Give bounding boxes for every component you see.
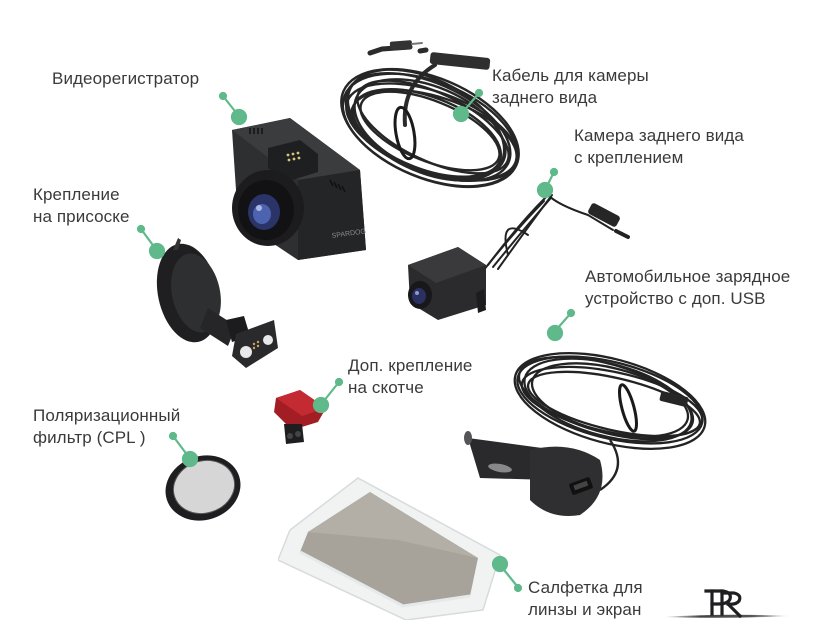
label-dashcam: Видеорегистратор bbox=[52, 69, 200, 88]
label-suction-mount: Крепление на присоске bbox=[33, 185, 130, 226]
cleaning-cloth-icon bbox=[278, 477, 501, 620]
watermark-logo bbox=[662, 583, 790, 623]
rear-camera-icon bbox=[408, 194, 630, 320]
suction-mount-icon bbox=[156, 238, 278, 368]
svg-text:SPARDOG: SPARDOG bbox=[331, 228, 366, 240]
label-car-charger: Автомобильное зарядное устройство с доп.… bbox=[585, 267, 791, 308]
label-tape-mount: Доп. крепление на скотче bbox=[348, 356, 473, 397]
label-cpl-filter: Поляризационный фильтр (CPL ) bbox=[33, 406, 181, 447]
car-charger-icon bbox=[464, 352, 707, 516]
cable-coil-icon bbox=[340, 40, 520, 189]
dashcam-icon: SPARDOG bbox=[232, 118, 366, 260]
adhesive-mount-icon bbox=[274, 390, 326, 444]
pr-monogram-icon bbox=[662, 589, 790, 619]
label-cleaning-cloth: Салфетка для линзы и экран bbox=[528, 578, 643, 619]
label-rear-camera: Камера заднего вида с креплением bbox=[574, 126, 744, 167]
label-rear-cam-cable: Кабель для камеры заднего вида bbox=[492, 66, 649, 107]
